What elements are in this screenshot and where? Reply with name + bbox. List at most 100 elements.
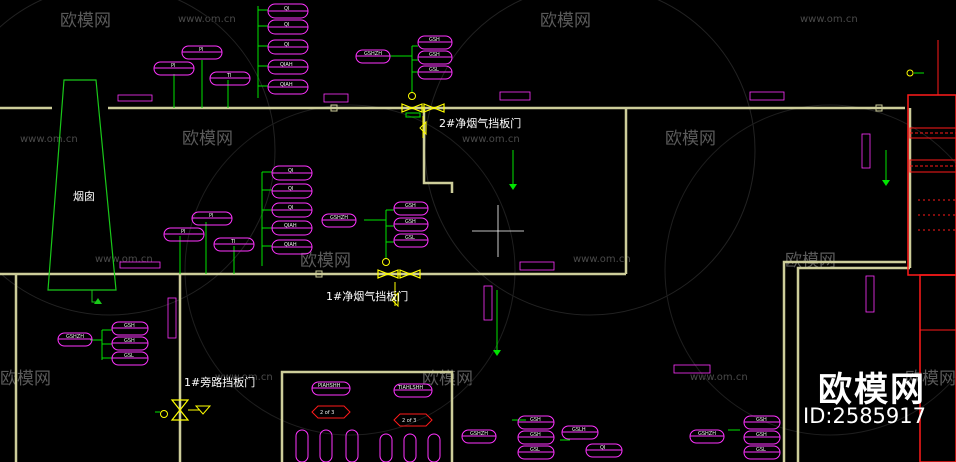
instrument-bubble-right [906, 69, 924, 77]
tag-gshzh-4[interactable]: GSHZH [461, 429, 497, 444]
tag-qi-1[interactable]: QI [267, 3, 309, 19]
tag-gsh-4[interactable]: GSH [393, 217, 429, 232]
tag-qi-3[interactable]: QI [267, 39, 309, 55]
svg-text:GSHZH: GSHZH [470, 431, 488, 437]
crosshair-cursor [472, 205, 524, 257]
tag-qiah-3[interactable]: QIAH [271, 220, 313, 236]
bypass-damper-1-label: 1#旁路挡板门 [184, 375, 255, 389]
tag-gslh[interactable]: GSLH [561, 425, 599, 440]
svg-text:GSH: GSH [429, 52, 440, 58]
brand-title: 欧模网 [818, 370, 926, 410]
damper-1[interactable] [377, 258, 421, 308]
tag-gsl-3[interactable]: GSL [111, 351, 149, 366]
tag-gsl-5[interactable]: GSL [743, 445, 781, 460]
tag-gsh-1[interactable]: GSH [417, 35, 453, 50]
svg-text:QIAH: QIAH [280, 82, 293, 88]
pipe-spec-labels [117, 91, 875, 374]
svg-text:2 of 3: 2 of 3 [320, 410, 334, 416]
interlock-2oo3-a[interactable]: 2 of 3 [311, 405, 351, 419]
bypass-damper-1[interactable] [160, 399, 212, 421]
tag-ti-ah-sh[interactable]: TIAHLSHH [393, 383, 433, 398]
tag-gsh-7[interactable]: GSH [517, 415, 555, 430]
temp-sensor-row-a [295, 429, 441, 462]
interlock-2oo3-b[interactable]: 2 of 3 [393, 413, 433, 427]
svg-text:PI: PI [171, 63, 176, 69]
svg-text:GSH: GSH [405, 219, 416, 225]
svg-text:www.om.cn: www.om.cn [800, 14, 858, 25]
svg-text:QI: QI [288, 186, 293, 192]
svg-text:GSL: GSL [429, 67, 439, 73]
fittings [315, 104, 883, 278]
tag-qi-6[interactable]: QI [271, 202, 313, 218]
tag-gsh-10[interactable]: GSH [743, 430, 781, 445]
tag-pi-4[interactable]: PI [191, 211, 233, 226]
damper-2[interactable] [401, 92, 445, 139]
tag-gshzh-5[interactable]: GSHZH [689, 429, 725, 444]
absorber-tower [907, 40, 956, 462]
chimney-label: 烟囱 [73, 189, 95, 203]
tag-gsl-4[interactable]: GSL [517, 445, 555, 460]
tag-ti-2[interactable]: TI [213, 237, 255, 252]
svg-text:GSHZH: GSHZH [330, 215, 348, 221]
damper-1-label: 1#净烟气挡板门 [326, 289, 408, 303]
watermark: 欧模网 www.om.cn [60, 11, 236, 31]
svg-text:GSH: GSH [756, 417, 767, 423]
svg-text:GSH: GSH [124, 338, 135, 344]
tag-qiah-1[interactable]: QIAH [267, 59, 309, 75]
damper-2-drop [422, 108, 454, 193]
tag-ti-1[interactable]: TI [209, 71, 251, 86]
svg-text:www.om.cn: www.om.cn [215, 372, 273, 383]
svg-text:QIAH: QIAH [280, 62, 293, 68]
tag-gsh-6[interactable]: GSH [111, 336, 149, 351]
instrument-group-bottom[interactable]: PIAHSHH 2 of 3 TIAHLSHH 2 of 3 [295, 381, 441, 462]
svg-text:PI: PI [181, 229, 186, 235]
svg-text:QIAH: QIAH [284, 223, 297, 229]
tag-gshzh-3[interactable]: GSHZH [57, 332, 93, 347]
tag-gsh-9[interactable]: GSH [743, 415, 781, 430]
tag-gsl-2[interactable]: GSL [393, 233, 429, 248]
tag-qi-4[interactable]: QI [271, 165, 313, 181]
svg-text:2 of 3: 2 of 3 [402, 418, 416, 424]
svg-text:QI: QI [600, 445, 605, 451]
svg-text:GSH: GSH [124, 323, 135, 329]
tag-pi-2[interactable]: PI [181, 45, 223, 60]
svg-text:GSHZH: GSHZH [364, 51, 382, 57]
svg-text:GSH: GSH [429, 37, 440, 43]
svg-text:TIAHLSHH: TIAHLSHH [397, 385, 423, 391]
tag-gsh-3[interactable]: GSH [393, 201, 429, 216]
instrument-group-top[interactable]: QI QI QI QIAH QIAH PI [153, 3, 453, 95]
tag-pi-3[interactable]: PI [163, 227, 205, 242]
svg-text:GSL: GSL [756, 447, 766, 453]
tag-pi-ah-sh[interactable]: PIAHSHH [311, 381, 351, 396]
right-box [782, 260, 906, 462]
svg-text:GSH: GSH [756, 432, 767, 438]
instrument-group-middle[interactable]: QI QI QI QIAH QIAH PI [163, 165, 429, 255]
svg-text:QI: QI [288, 205, 293, 211]
svg-text:欧模网: 欧模网 [905, 369, 956, 389]
svg-text:PI: PI [199, 47, 204, 53]
instrument-group-bottom-right[interactable]: GSHZH GSH GSH GSL GSLH QI [461, 415, 781, 460]
tag-gsh-8[interactable]: GSH [517, 430, 555, 445]
signal-lines [90, 6, 887, 441]
tag-gsl-1[interactable]: GSL [417, 65, 453, 80]
tag-gshzh-1[interactable]: GSHZH [355, 49, 391, 64]
svg-text:欧模网: 欧模网 [300, 251, 351, 271]
watermark: 欧模网 www.om.cn [20, 129, 716, 149]
instrument-group-lower-left[interactable]: GSHZH GSH GSH GSL [57, 321, 149, 366]
flue-gas-ducts [0, 106, 912, 462]
svg-text:GSHZH: GSHZH [66, 334, 84, 340]
tag-qiah-4[interactable]: QIAH [271, 239, 313, 255]
lower-right-duct [280, 370, 454, 462]
svg-text:TI: TI [226, 73, 232, 79]
tag-gshzh-2[interactable]: GSHZH [321, 213, 357, 228]
svg-text:QI: QI [284, 6, 289, 12]
tag-gsh-2[interactable]: GSH [417, 50, 453, 65]
svg-text:www.om.cn: www.om.cn [20, 134, 78, 145]
tag-pi-1[interactable]: PI [153, 61, 195, 76]
tag-qi-5[interactable]: QI [271, 183, 313, 199]
tag-qi-2[interactable]: QI [267, 19, 309, 35]
tag-qiah-2[interactable]: QIAH [267, 79, 309, 95]
tag-gsh-5[interactable]: GSH [111, 321, 149, 336]
tag-qi-7[interactable]: QI [585, 443, 623, 458]
